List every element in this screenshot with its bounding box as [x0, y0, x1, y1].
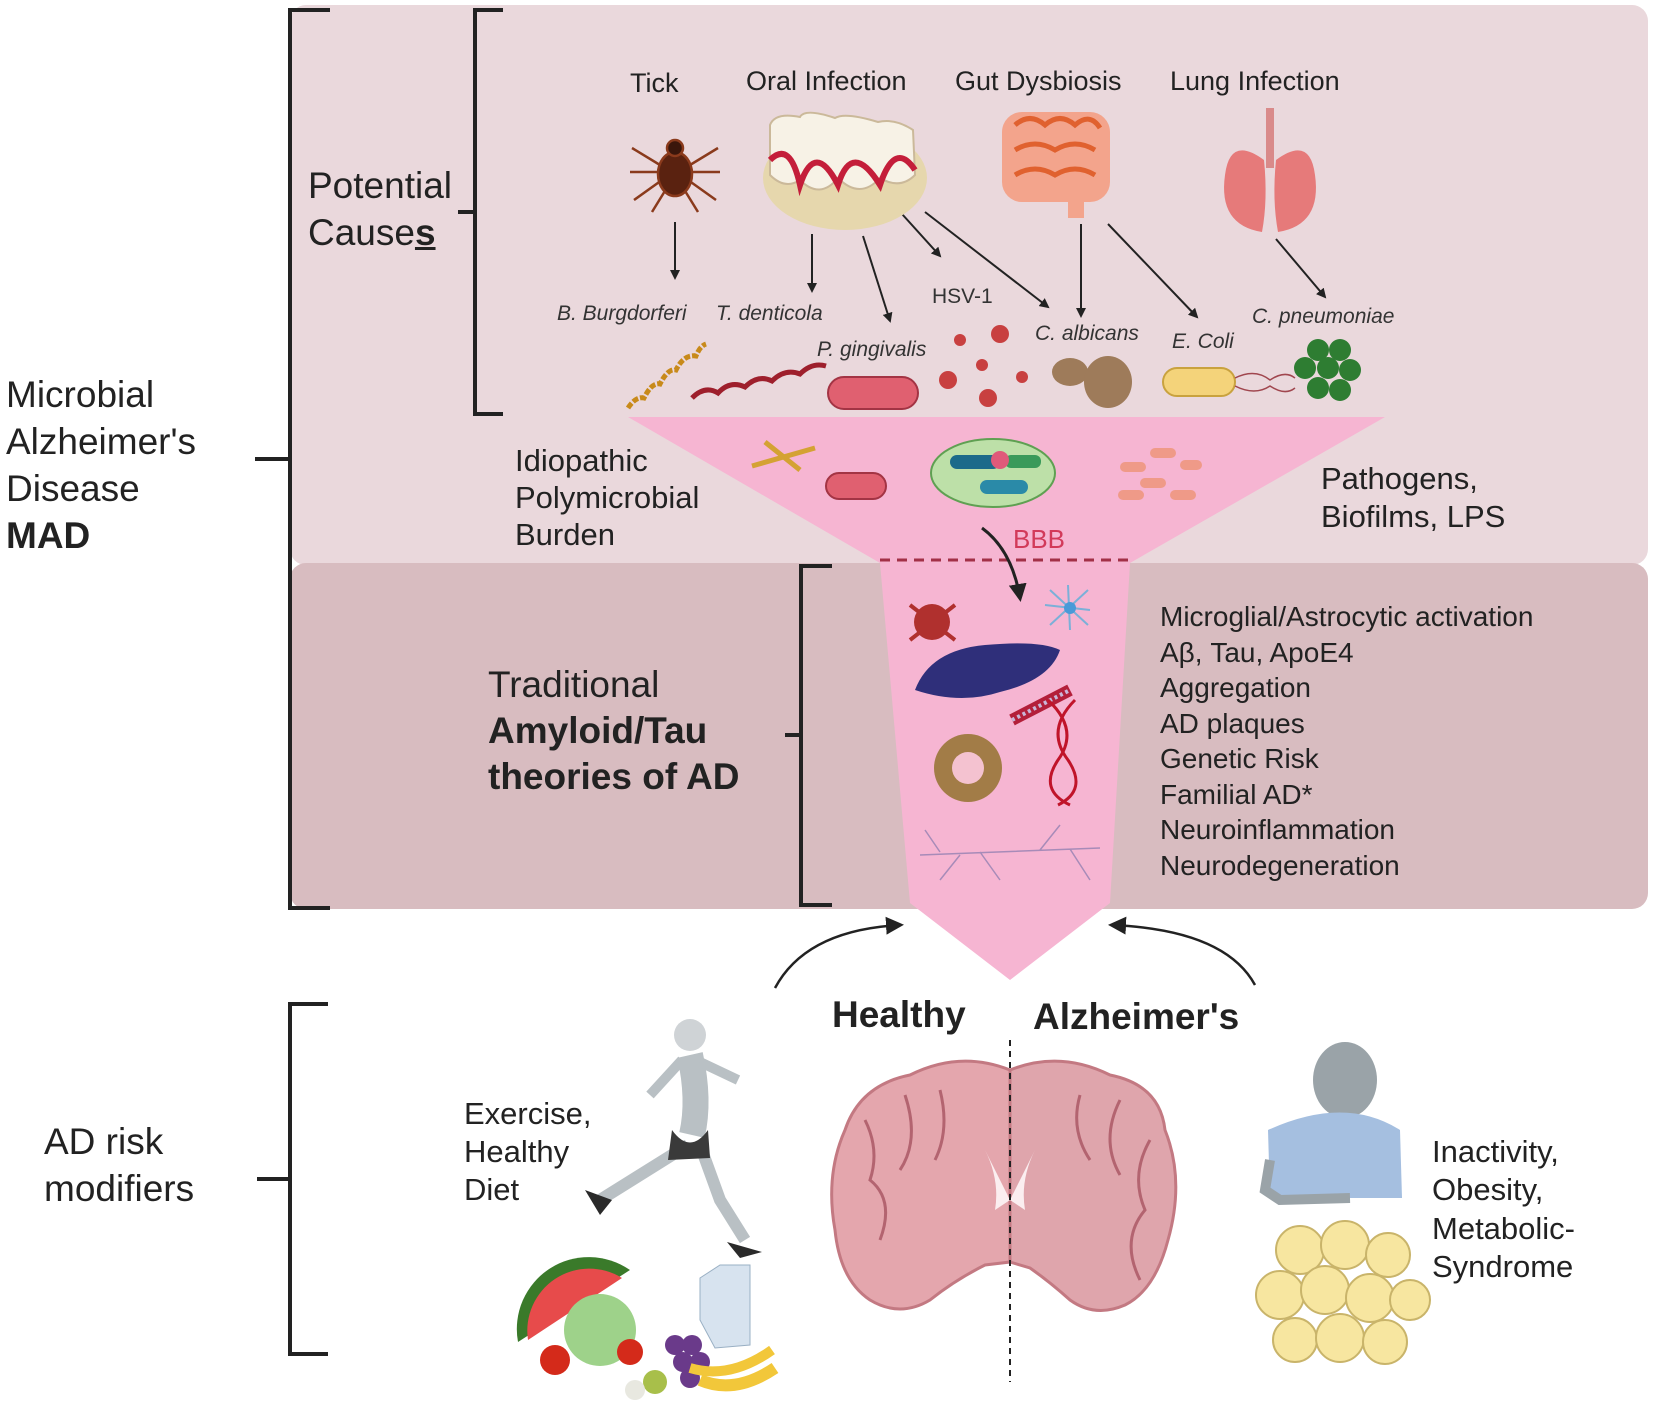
mad-label-line-2: Alzheimer's [6, 420, 197, 462]
p-gingivalis-bacterium-icon [827, 376, 919, 410]
idiopathic-label: Idiopathic Polymicrobial Burden [515, 442, 699, 554]
ad-feature-item: Neuroinflammation [1160, 814, 1395, 845]
potential-causes-line-2-prefix: Cause [308, 211, 415, 253]
mad-acronym: MAD [6, 514, 91, 556]
b-burgdorferi-spirochete-icon [625, 341, 707, 410]
ad-feature-item: Microglial/Astrocytic activation [1160, 601, 1534, 632]
funnel [628, 417, 1385, 980]
ad-feature-item: Familial AD* [1160, 778, 1313, 810]
risk-modifiers-label: AD risk modifiers [44, 1119, 194, 1213]
microbe-label-b-burgdorferi: B. Burgdorferi [557, 302, 687, 325]
healthy-diet-food-icon [516, 1257, 779, 1400]
ad-feature-item: Neurodegeneration [1160, 849, 1400, 881]
protective-line-3: Diet [464, 1172, 520, 1208]
risk-modifiers-line-2: modifiers [44, 1167, 195, 1209]
mad-label: Microbial Alzheimer's Disease MAD [6, 372, 196, 560]
c-pneumoniae-cluster-icon [1294, 339, 1361, 401]
mad-bracket [255, 8, 330, 910]
hsv1-virus-icon [939, 325, 1028, 407]
oral-infection-teeth-icon [763, 111, 927, 230]
fat-cells-obesity-icon [1255, 1220, 1431, 1365]
risk-modifiers-bracket [257, 1002, 328, 1356]
pathogens-label: Pathogens, Biofilms, LPS [1321, 460, 1505, 536]
potential-causes-line-2-suffix: s [414, 211, 436, 253]
lung-infection-lungs-icon [1224, 108, 1316, 232]
microbe-label-hsv1: HSV-1 [932, 285, 993, 308]
brain-coronal-section-icon [830, 1040, 1178, 1382]
healthy-influence-arrow [773, 916, 904, 989]
microbe-label-c-pneumoniae: C. pneumoniae [1252, 305, 1395, 328]
source-label-tick: Tick [630, 68, 679, 98]
risk-factor-line-4: Syndrome [1432, 1249, 1574, 1285]
inactive-person-icon [1259, 1042, 1402, 1206]
potential-causes-bracket [458, 8, 503, 416]
bbb-label: BBB [1013, 524, 1066, 554]
idiopathic-line-1: Idiopathic [515, 443, 648, 478]
t-denticola-spirochete-icon [690, 362, 827, 400]
runner-exercise-icon [585, 1019, 762, 1258]
c-albicans-yeast-icon [1052, 356, 1132, 408]
ad-feature-item: Genetic Risk [1160, 743, 1319, 774]
polymicrobial-burden-icons [751, 438, 1202, 508]
alzheimers-label: Alzheimer's [1033, 996, 1240, 1037]
ad-feature-item: Aggregation [1160, 672, 1312, 703]
protective-line-1: Exercise, [464, 1096, 592, 1131]
healthy-label: Healthy [832, 994, 966, 1035]
alzheimers-influence-arrow [1108, 916, 1257, 986]
neuropathology-icons [908, 584, 1101, 881]
bbb-crossing-arrow [981, 526, 1027, 602]
ad-feature-item: AD plaques [1160, 707, 1305, 739]
risk-factor-line-1: Inactivity, [1432, 1134, 1559, 1169]
risk-modifiers-line-1: AD risk [44, 1121, 164, 1162]
traditional-bracket [785, 564, 832, 907]
ad-features-list: Microglial/Astrocytic activation Aβ, Tau… [1160, 599, 1533, 883]
protective-line-2: Healthy [464, 1134, 570, 1170]
potential-causes-line-1: Potential [308, 165, 452, 206]
tick-icon [630, 138, 720, 213]
mad-label-line-1: Microbial [6, 374, 155, 415]
risk-factor-line-2: Obesity, [1432, 1172, 1544, 1208]
ad-feature-item: Aβ, Tau, ApoE4 [1160, 636, 1354, 668]
source-label-lung-infection: Lung Infection [1170, 66, 1340, 96]
protective-modifiers-label: Exercise, Healthy Diet [464, 1095, 591, 1209]
microbe-label-c-albicans: C. albicans [1035, 322, 1139, 345]
microbe-label-p-gingivalis: P. gingivalis [817, 338, 927, 361]
e-coli-bacterium-icon [1162, 367, 1296, 397]
traditional-line-2: Amyloid/Tau [488, 709, 708, 751]
traditional-line-1: Traditional [488, 664, 660, 705]
risk-factor-line-3: Metabolic- [1432, 1210, 1575, 1246]
traditional-line-3: theories of AD [488, 755, 740, 797]
source-label-oral-infection: Oral Infection [746, 66, 907, 96]
traditional-theories-label: Traditional Amyloid/Tau theories of AD [488, 662, 739, 800]
potential-causes-label: Potential Causes [308, 163, 452, 257]
pathogens-line-2: Biofilms, LPS [1321, 498, 1506, 534]
gut-dysbiosis-intestine-icon [1002, 112, 1110, 218]
idiopathic-line-3: Burden [515, 517, 615, 553]
risk-factors-label: Inactivity, Obesity, Metabolic- Syndrome [1432, 1133, 1575, 1287]
mad-label-line-3: Disease [6, 467, 140, 509]
source-label-gut-dysbiosis: Gut Dysbiosis [955, 66, 1122, 96]
microbe-label-e-coli: E. Coli [1172, 330, 1234, 353]
source-arrows [670, 211, 1327, 323]
pathogens-line-1: Pathogens, [1321, 461, 1478, 496]
idiopathic-line-2: Polymicrobial [515, 480, 700, 516]
microbe-label-t-denticola: T. denticola [716, 302, 823, 325]
